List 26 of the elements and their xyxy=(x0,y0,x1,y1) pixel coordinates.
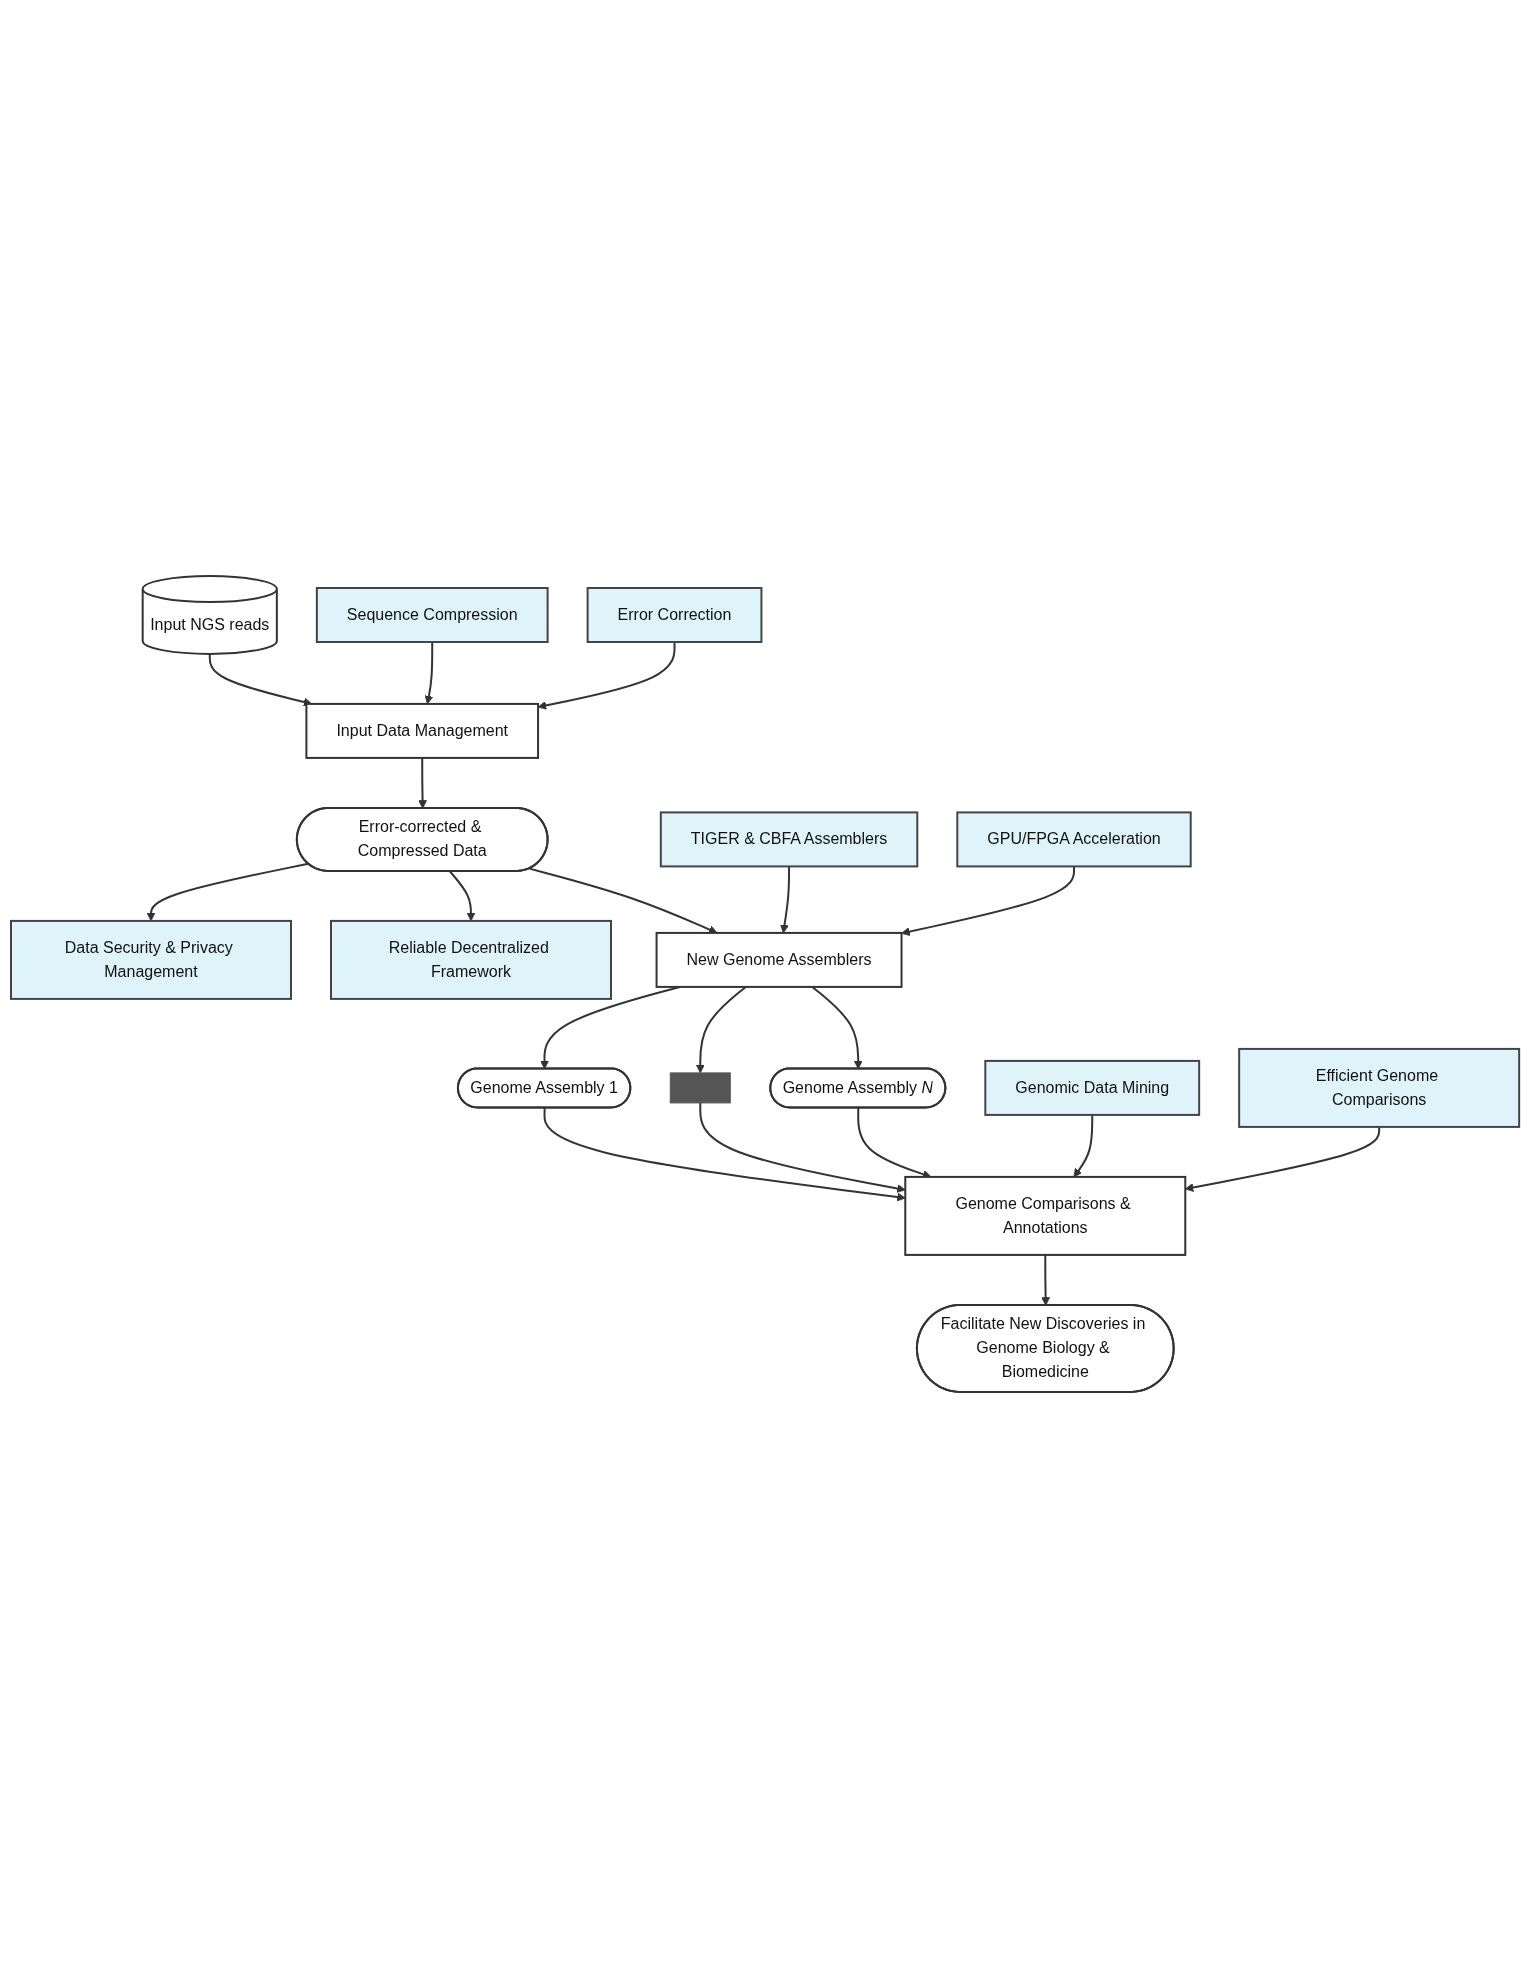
arrow xyxy=(418,756,428,809)
node-box: Genome Comparisons & Annotations xyxy=(904,1175,1187,1256)
arrow xyxy=(538,641,676,710)
arrow xyxy=(1185,1125,1381,1192)
node-box: New Genome Assemblers xyxy=(656,931,903,988)
node-box: Genomic Data Mining xyxy=(984,1059,1201,1116)
node-box: Efficient Genome Comparisons xyxy=(1238,1047,1521,1128)
node-box: Reliable Decentralized Framework xyxy=(330,919,613,1000)
arrow xyxy=(1041,1253,1051,1306)
node-box: Data Security & Privacy Management xyxy=(10,919,293,1000)
arrow xyxy=(696,985,748,1074)
arrow xyxy=(528,867,718,934)
arrow xyxy=(449,870,476,922)
arrow xyxy=(1073,1113,1094,1178)
arrow xyxy=(901,865,1076,936)
arrow xyxy=(425,641,434,705)
node-box: Sequence Compression xyxy=(316,587,550,643)
arrow xyxy=(780,865,791,934)
arrow xyxy=(811,985,864,1070)
arrow xyxy=(147,862,310,922)
node-box: Input Data Management xyxy=(305,702,540,759)
node-bar xyxy=(670,1072,732,1104)
arrow xyxy=(209,652,313,707)
node-box: GPU/FPGA Acceleration xyxy=(956,811,1193,868)
node-box: TIGER & CBFA Assemblers xyxy=(660,811,919,868)
node-box: Error Correction xyxy=(587,587,763,643)
